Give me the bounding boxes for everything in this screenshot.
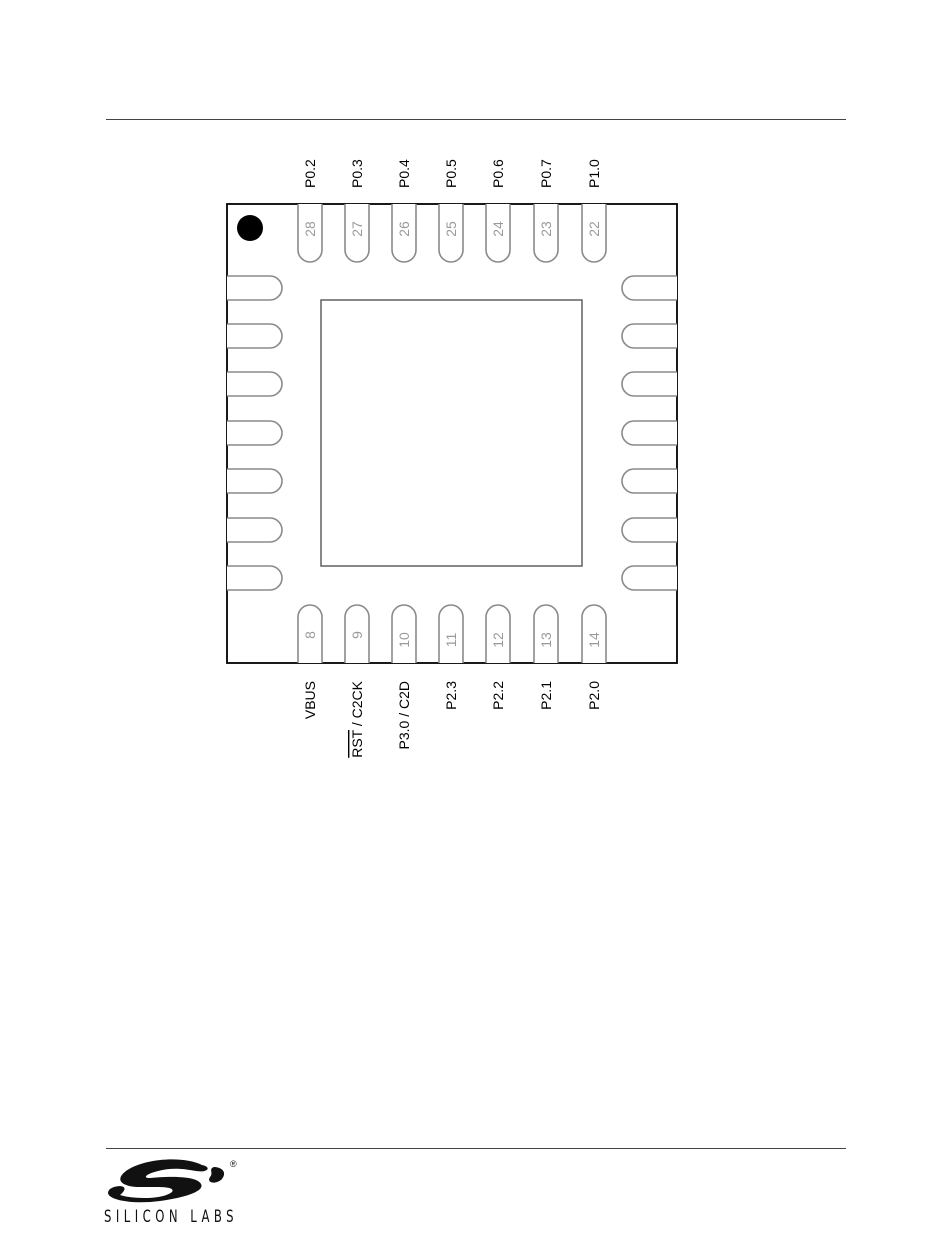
pin1-indicator xyxy=(237,215,263,241)
company-wordmark: SILICON LABS xyxy=(104,1207,238,1227)
pin-12: 12 P2.2 xyxy=(486,605,510,710)
footer-rule xyxy=(106,1148,846,1149)
pin-signal-label: P1.0 xyxy=(586,159,602,188)
pinout-diagram: 28 P0.2 27 P0.3 26 P0.4 25 P0.5 24 P0.6 … xyxy=(0,0,950,800)
right-pin xyxy=(622,276,677,300)
pin-number: 22 xyxy=(586,221,602,237)
pin-signal-label: P2.3 xyxy=(443,681,459,710)
pin-number: 13 xyxy=(538,632,554,648)
pin-signal-label: P0.4 xyxy=(396,159,412,188)
pin-13: 13 P2.1 xyxy=(534,605,558,710)
left-pin xyxy=(227,566,282,590)
pin-number: 26 xyxy=(396,221,412,237)
left-pin xyxy=(227,372,282,396)
pin-number: 24 xyxy=(490,221,506,237)
left-pin xyxy=(227,276,282,300)
pin-number: 10 xyxy=(396,632,412,648)
pin-signal-label: P0.3 xyxy=(349,159,365,188)
rst-overbar-label: RST xyxy=(349,729,365,757)
pin-22: 22 P1.0 xyxy=(582,159,606,262)
c2ck-label: / C2CK xyxy=(349,680,365,730)
right-pin xyxy=(622,518,677,542)
pin-25: 25 P0.5 xyxy=(439,159,463,262)
silicon-labs-logo: ® SILICON LABS xyxy=(102,1155,242,1227)
pin-14: 14 P2.0 xyxy=(582,605,606,710)
logo-mark-icon xyxy=(108,1159,224,1202)
pin-signal-label: P3.0 / C2D xyxy=(396,681,412,749)
pin-28: 28 P0.2 xyxy=(298,159,322,262)
pin-number: 25 xyxy=(443,221,459,237)
pin-9: 9 RST / C2CK xyxy=(345,605,369,758)
pin-8: 8 VBUS xyxy=(298,605,322,719)
pin-signal-label: P2.1 xyxy=(538,681,554,710)
pin-signal-label: P0.5 xyxy=(443,159,459,188)
pin-signal-label: RST / C2CK xyxy=(349,680,365,757)
pin-26: 26 P0.4 xyxy=(392,159,416,262)
pin-signal-label: P0.7 xyxy=(538,159,554,188)
pin-11: 11 P2.3 xyxy=(439,605,463,710)
pin-24: 24 P0.6 xyxy=(486,159,510,262)
pin-signal-label: VBUS xyxy=(302,681,318,719)
pin-23: 23 P0.7 xyxy=(534,159,558,262)
pin-signal-label: P2.0 xyxy=(586,681,602,710)
right-pin xyxy=(622,421,677,445)
pin-number: 12 xyxy=(490,632,506,648)
left-pin xyxy=(227,421,282,445)
left-pin xyxy=(227,518,282,542)
pin-number: 23 xyxy=(538,221,554,237)
left-pin xyxy=(227,324,282,348)
pin-signal-label: P0.6 xyxy=(490,159,506,188)
exposed-pad xyxy=(321,300,582,566)
right-pin xyxy=(622,566,677,590)
pin-10: 10 P3.0 / C2D xyxy=(392,605,416,749)
trademark-symbol: ® xyxy=(230,1159,237,1169)
pin-number: 8 xyxy=(302,631,318,639)
pin-number: 11 xyxy=(443,633,459,648)
right-pin xyxy=(622,469,677,493)
right-pin xyxy=(622,324,677,348)
pin-number: 9 xyxy=(349,631,365,639)
pin-27: 27 P0.3 xyxy=(345,159,369,262)
pin-number: 27 xyxy=(349,221,365,237)
pin-signal-label: P2.2 xyxy=(490,681,506,710)
left-pin xyxy=(227,469,282,493)
right-pin xyxy=(622,372,677,396)
pin-number: 14 xyxy=(586,632,602,648)
pin-signal-label: P0.2 xyxy=(302,159,318,188)
pin-number: 28 xyxy=(302,221,318,237)
